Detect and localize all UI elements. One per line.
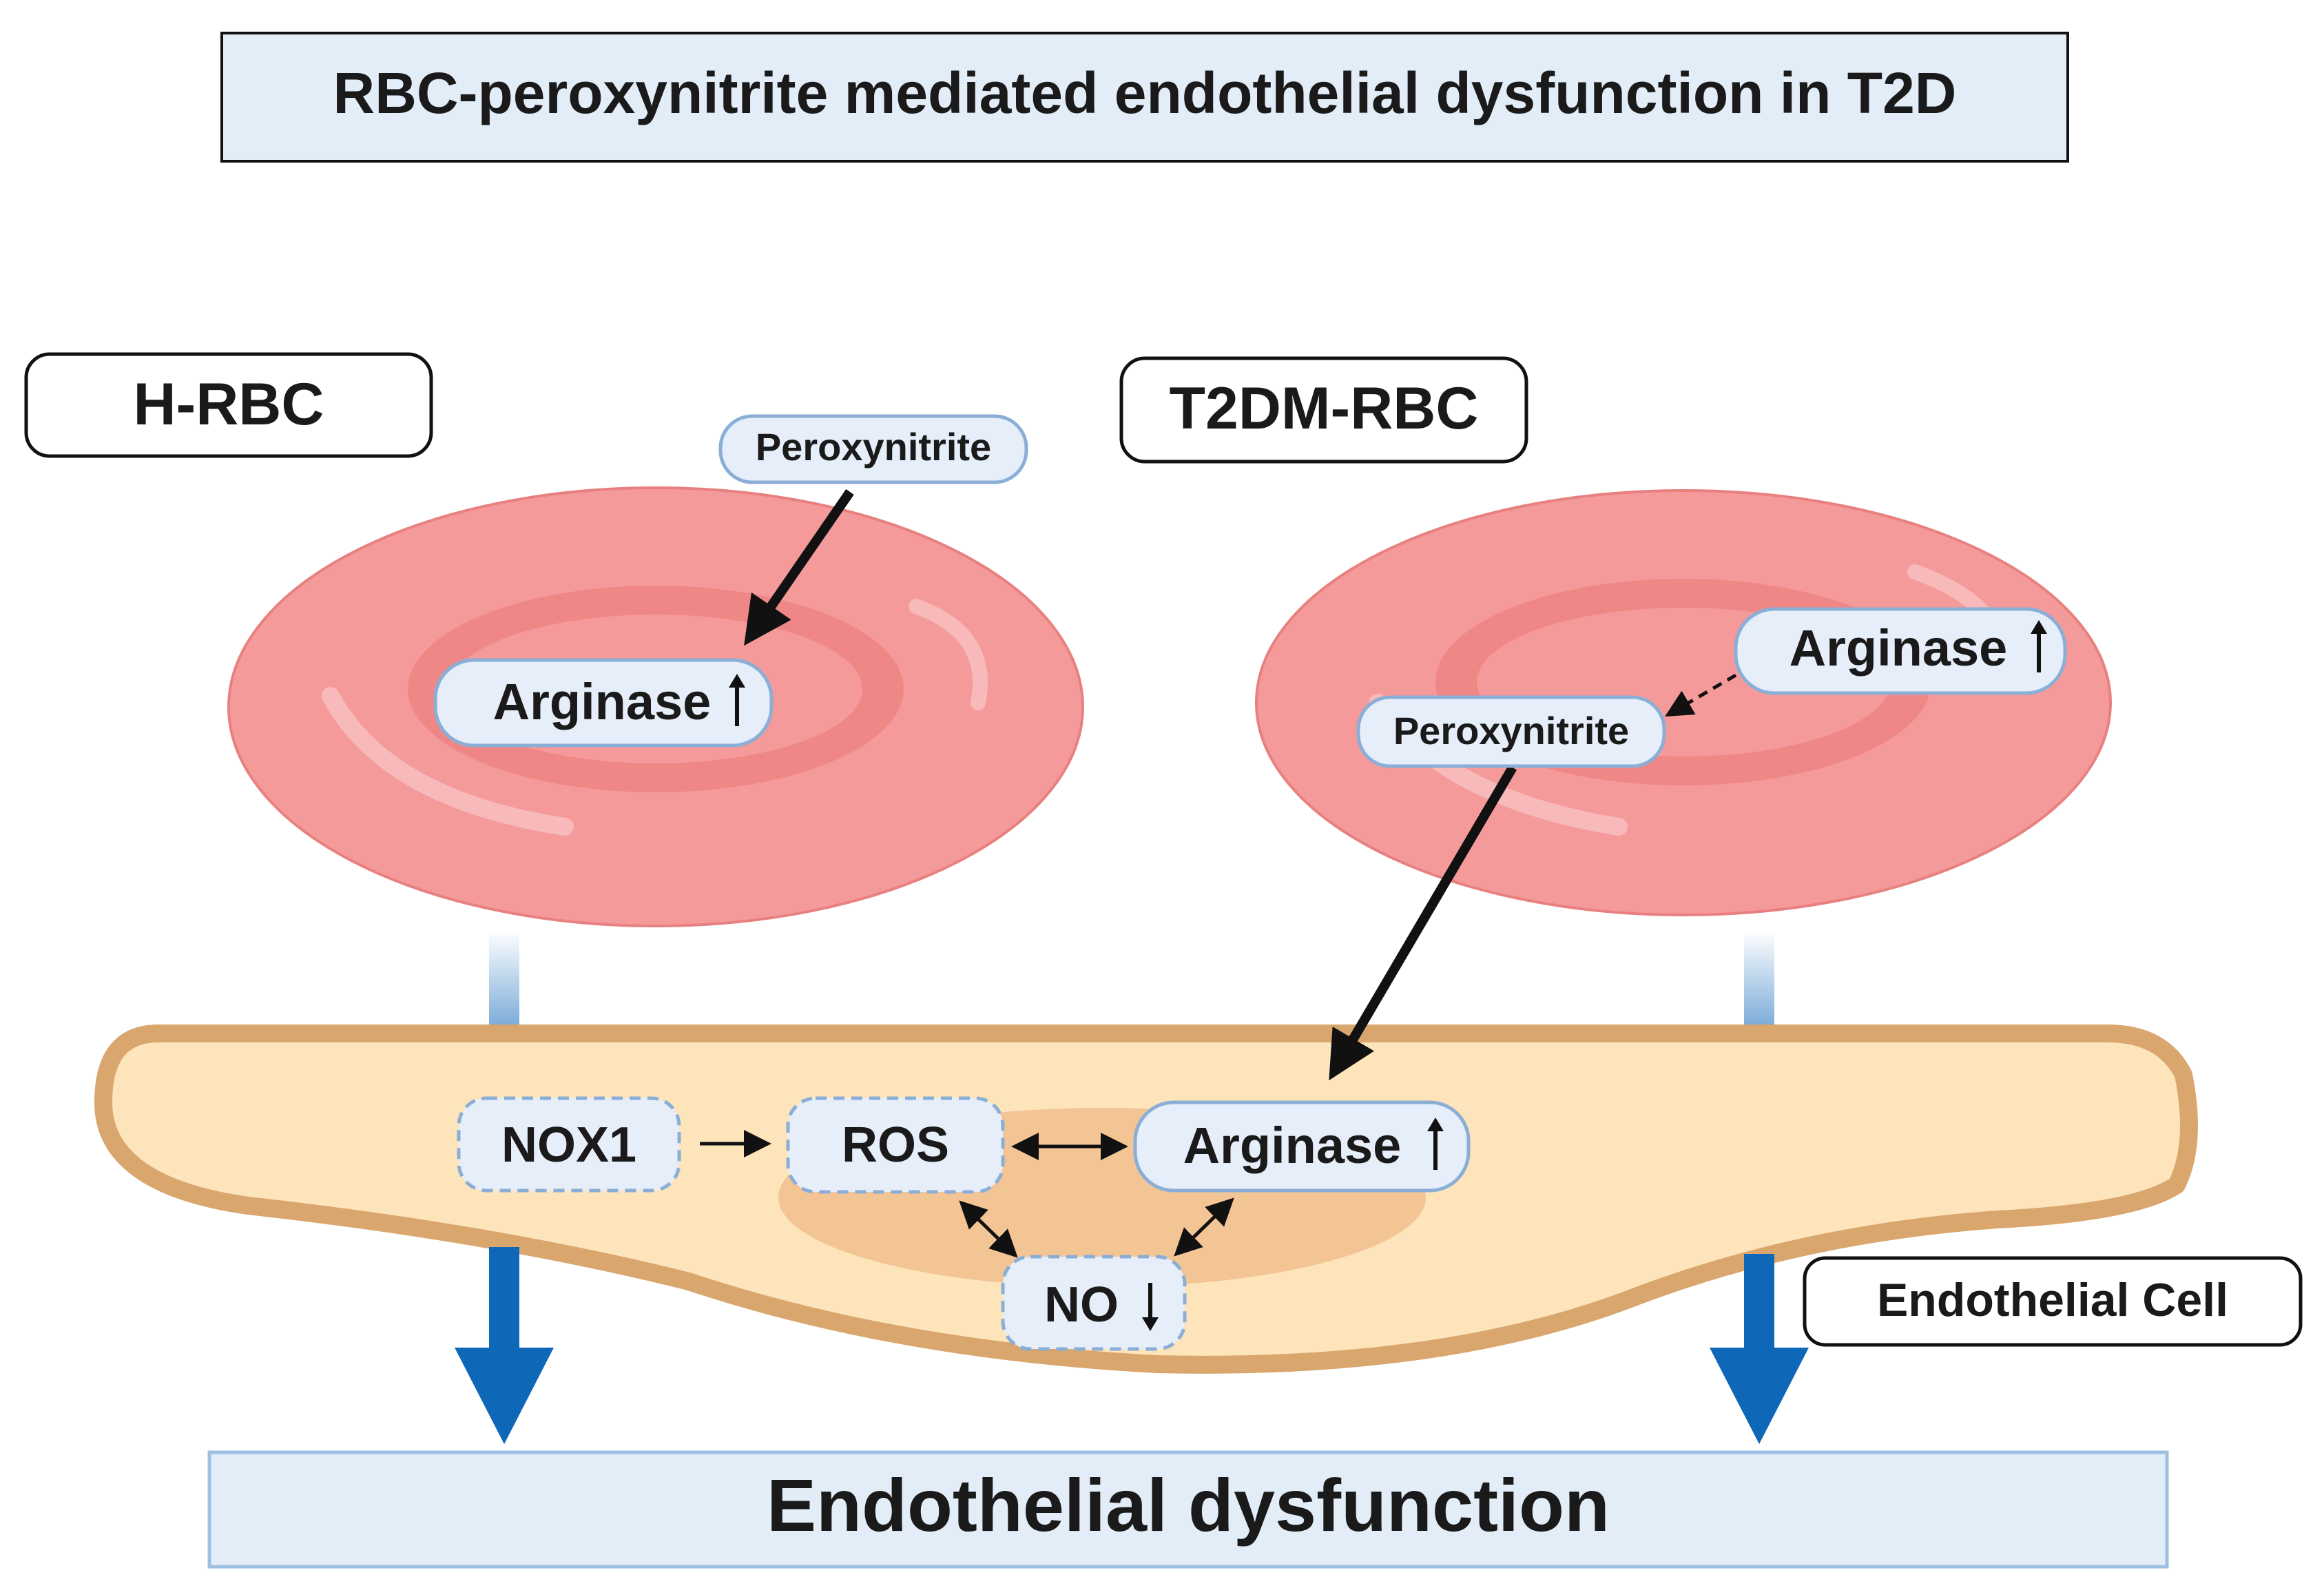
title-text: RBC-peroxynitrite mediated endothelial d…	[333, 61, 1957, 125]
title-box: RBC-peroxynitrite mediated endothelial d…	[220, 32, 2069, 163]
svg-text:Endothelial Cell: Endothelial Cell	[1877, 1274, 2228, 1326]
svg-text:NO: NO	[1044, 1277, 1119, 1332]
svg-text:Arginase: Arginase	[1789, 619, 2008, 677]
up-arrow-icon	[729, 674, 745, 726]
t2dm-arginase-node: Arginase	[1734, 607, 2067, 695]
outcome-text: Endothelial dysfunction	[767, 1463, 1610, 1547]
svg-text:NOX1: NOX1	[501, 1118, 636, 1173]
ros-node: ROS	[786, 1096, 1005, 1194]
svg-text:ROS: ROS	[842, 1118, 949, 1173]
cell-arginase-node: Arginase	[1133, 1100, 1471, 1193]
up-arrow-icon	[2031, 620, 2047, 672]
no-node: NO	[1001, 1255, 1187, 1351]
outcome-box: Endothelial dysfunction	[207, 1450, 2169, 1569]
svg-text:Arginase: Arginase	[1183, 1117, 1402, 1174]
arginase-no-arrow	[1174, 1197, 1234, 1257]
left-connector-fade	[489, 930, 519, 1027]
t2dm-arginase-to-peroxynitrite-arrow	[1665, 673, 1737, 717]
down-arrow-icon	[1142, 1283, 1159, 1331]
svg-text:T2DM-RBC: T2DM-RBC	[1169, 375, 1478, 442]
healthy-peroxynitrite-node: Peroxynitrite	[718, 414, 1028, 484]
right-blue-arrow	[1710, 1254, 1809, 1444]
t2dm-peroxynitrite-node: Peroxynitrite	[1356, 695, 1666, 768]
svg-text:Peroxynitrite: Peroxynitrite	[756, 425, 991, 468]
up-arrow-icon	[1427, 1118, 1444, 1170]
healthy-rbc-label: H-RBC	[24, 352, 433, 458]
endothelial-cell-label: Endothelial Cell	[1803, 1256, 2303, 1347]
svg-text:Peroxynitrite: Peroxynitrite	[1393, 709, 1629, 752]
healthy-peroxynitrite-to-arginase-arrow	[744, 489, 854, 646]
right-connector-fade	[1744, 930, 1774, 1027]
svg-text:H-RBC: H-RBC	[133, 371, 324, 437]
t2dm-peroxynitrite-to-cell-arginase-arrow	[1329, 765, 1517, 1081]
left-blue-arrow	[455, 1247, 554, 1444]
healthy-arginase-node: Arginase	[433, 658, 774, 748]
ros-no-arrow	[959, 1200, 1018, 1258]
nox1-node: NOX1	[457, 1096, 681, 1193]
t2dm-rbc-label: T2DM-RBC	[1119, 356, 1528, 464]
svg-text:Arginase: Arginase	[493, 673, 712, 730]
